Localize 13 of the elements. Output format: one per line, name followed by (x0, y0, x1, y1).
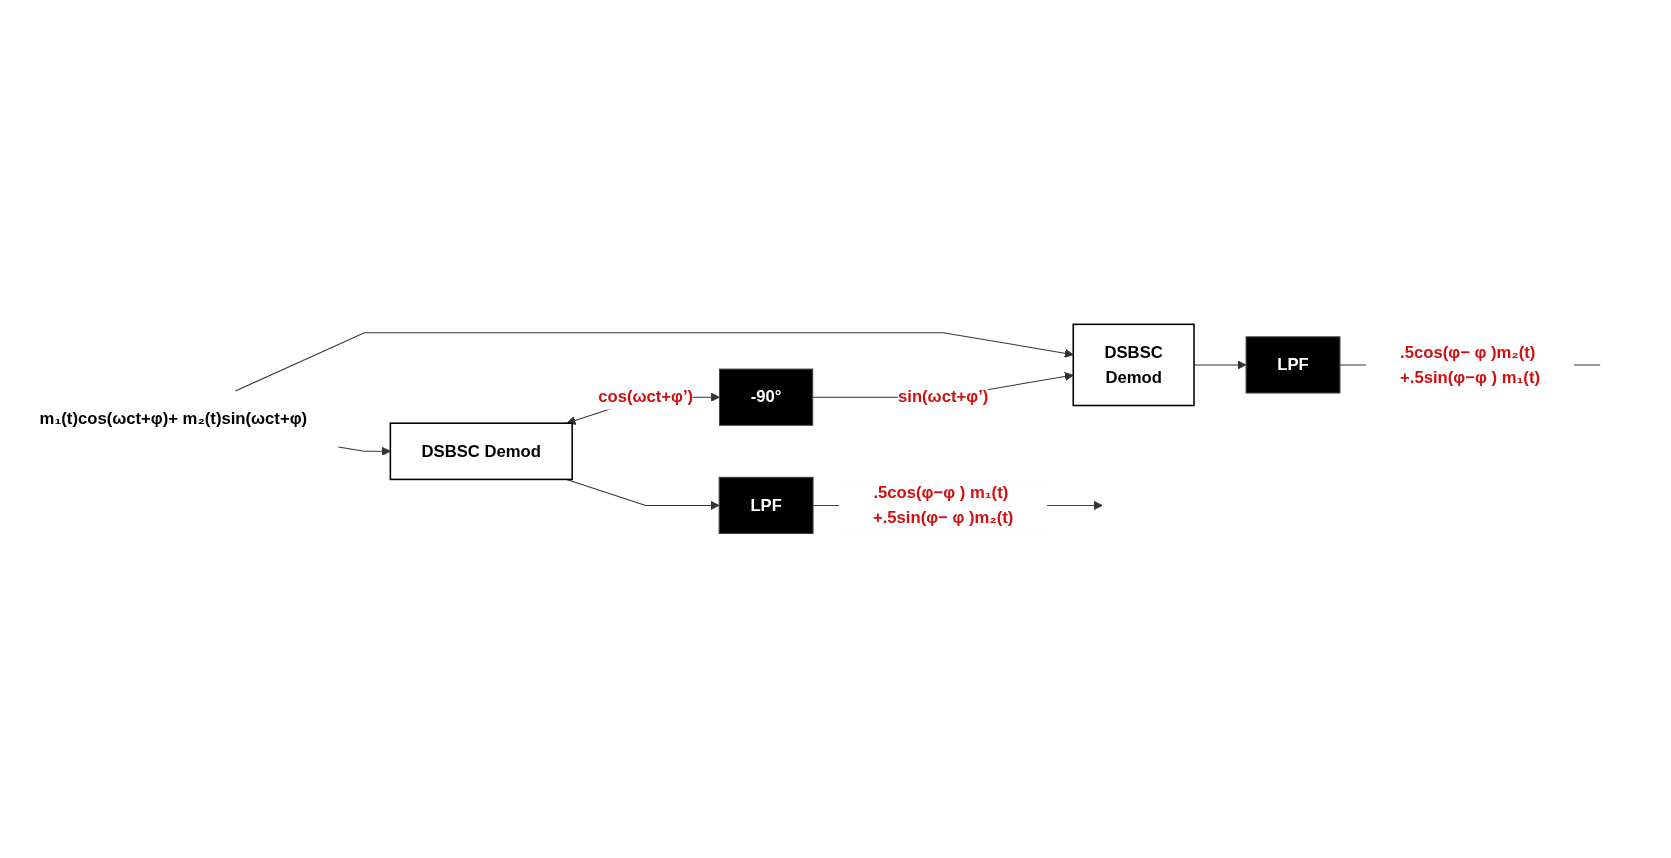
node-box: DSBSC Demod (389, 422, 573, 481)
arrow (566, 478, 720, 511)
node-box: LPF (718, 476, 814, 535)
edge-label: cos(ωct+φ’) (598, 387, 694, 406)
edge-label: sin(ωct+φ’) (898, 387, 989, 406)
edge-label: .5cos(φ−φ ) m₁(t) +.5sin(φ− φ )m₂(t) (872, 483, 1014, 527)
node-text: m₁(t)cos(ωct+φ)+ m₂(t)sin(ωct+φ) (39, 409, 308, 428)
node-box: DSBSC Demod (1072, 323, 1195, 407)
node-box: -90° (719, 368, 814, 426)
edge-label: .5cos(φ− φ )m₂(t) +.5sin(φ−φ ) m₁(t) (1400, 343, 1541, 386)
node-box: LPF (1245, 336, 1341, 394)
arrow (337, 446, 391, 456)
arrow (234, 332, 1074, 392)
